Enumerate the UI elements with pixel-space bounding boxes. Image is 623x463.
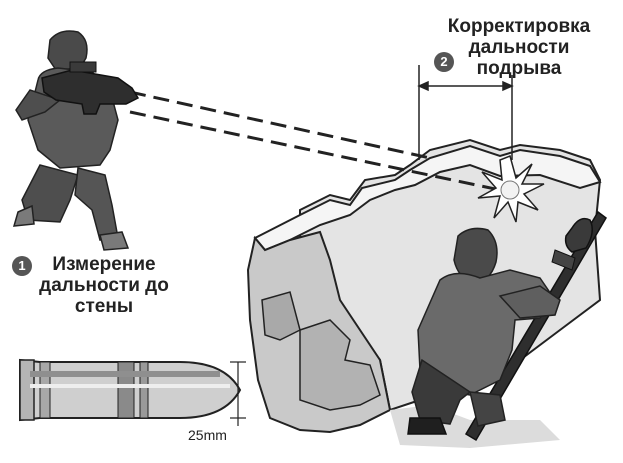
insurgent-arm <box>498 285 561 319</box>
rpg-grip <box>551 249 576 271</box>
bracket-arrow-right <box>502 80 514 92</box>
step1-line-2: дальности до <box>39 275 169 296</box>
step2-line-3: подрыва <box>476 58 562 79</box>
step1-badge: 1 <box>12 256 32 276</box>
soldier-boot-back <box>12 204 35 227</box>
weapon-sight <box>69 61 97 73</box>
soldier-rangefinder <box>12 30 140 251</box>
25mm-round <box>19 358 246 426</box>
insurgent-rpg <box>407 210 607 442</box>
step2-line-2: дальности <box>468 37 570 58</box>
rpg-warhead <box>564 217 593 253</box>
laser-line-upper <box>129 90 431 160</box>
step1-line-3: стены <box>74 296 134 317</box>
soldier-boot <box>99 231 130 251</box>
round-rim <box>19 359 35 421</box>
insurgent-boot <box>407 417 448 435</box>
range-bracket <box>417 65 514 160</box>
step2-label: Корректировка дальности подрыва <box>440 16 598 79</box>
laser-line-lower <box>129 110 501 192</box>
wall-crack <box>261 291 301 341</box>
insurgent-knee <box>469 391 506 427</box>
laser-lines <box>129 90 501 192</box>
step1-label: Измерение дальности до стены <box>34 254 174 317</box>
bracket-arrow-left <box>417 80 429 92</box>
step2-line-1: Корректировка <box>447 16 591 37</box>
soldier-leg-right <box>74 167 119 241</box>
wall-steps <box>299 319 381 411</box>
round-groove <box>39 361 51 419</box>
soldier-helmet <box>47 30 88 71</box>
round-band-2 <box>139 361 149 419</box>
rangefinder-weapon <box>41 69 140 115</box>
round-dimension-label: 25mm <box>188 427 227 443</box>
airburst-flash-icon <box>477 154 545 223</box>
step1-line-1: Измерение <box>52 254 156 275</box>
round-band-1 <box>117 361 135 419</box>
step2-badge: 2 <box>434 52 454 72</box>
